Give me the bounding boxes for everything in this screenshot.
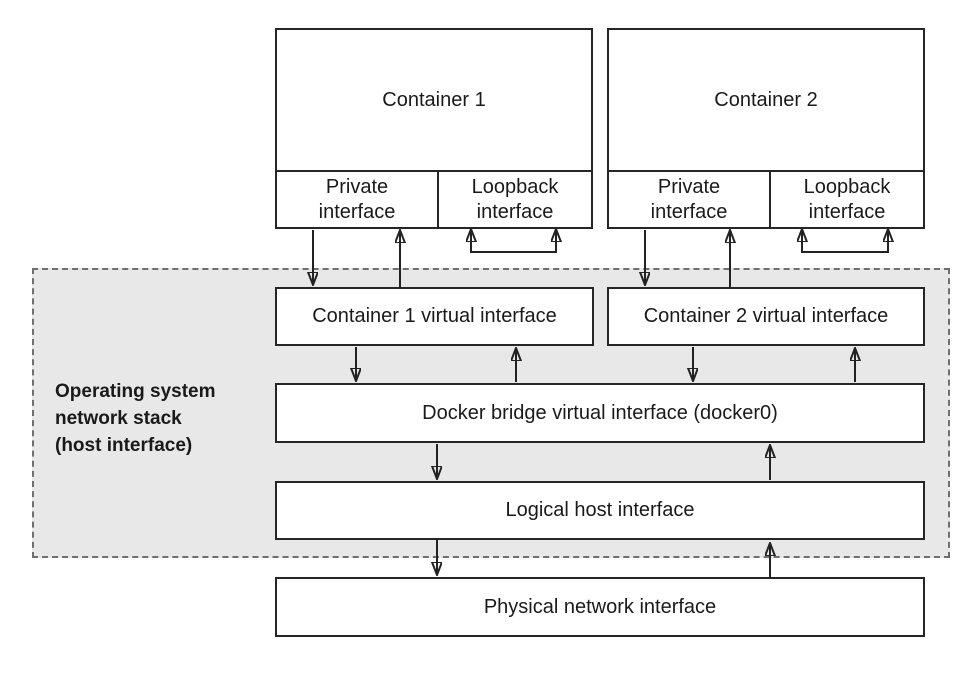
container-1-title: Container 1	[277, 30, 591, 172]
os-network-stack-label: Operating system network stack (host int…	[55, 381, 216, 456]
arrow-c1-loopback-loop	[471, 230, 556, 253]
container-2-virtual-interface-box: Container 2 virtual interface	[607, 287, 925, 346]
container-2-private-interface: Private interface	[609, 172, 771, 227]
arrow-c2-loopback-loop	[802, 230, 888, 253]
container-2-interface-row: Private interface Loopback interface	[609, 172, 923, 227]
logical-host-interface-box: Logical host interface	[275, 481, 925, 540]
container-1-box: Container 1 Private interface Loopback i…	[275, 28, 593, 229]
container-2-box: Container 2 Private interface Loopback i…	[607, 28, 925, 229]
container-1-loopback-interface: Loopback interface	[471, 175, 559, 223]
docker-bridge-virtual-interface-box: Docker bridge virtual interface (docker0…	[275, 383, 925, 443]
container-1-private-interface: Private interface	[277, 172, 439, 227]
container-2-title: Container 2	[609, 30, 923, 172]
container-1-virtual-interface-box: Container 1 virtual interface	[275, 287, 594, 346]
physical-network-interface-box: Physical network interface	[275, 577, 925, 637]
container-1-interface-row: Private interface Loopback interface	[277, 172, 591, 227]
container-2-loopback-interface: Loopback interface	[803, 175, 891, 223]
